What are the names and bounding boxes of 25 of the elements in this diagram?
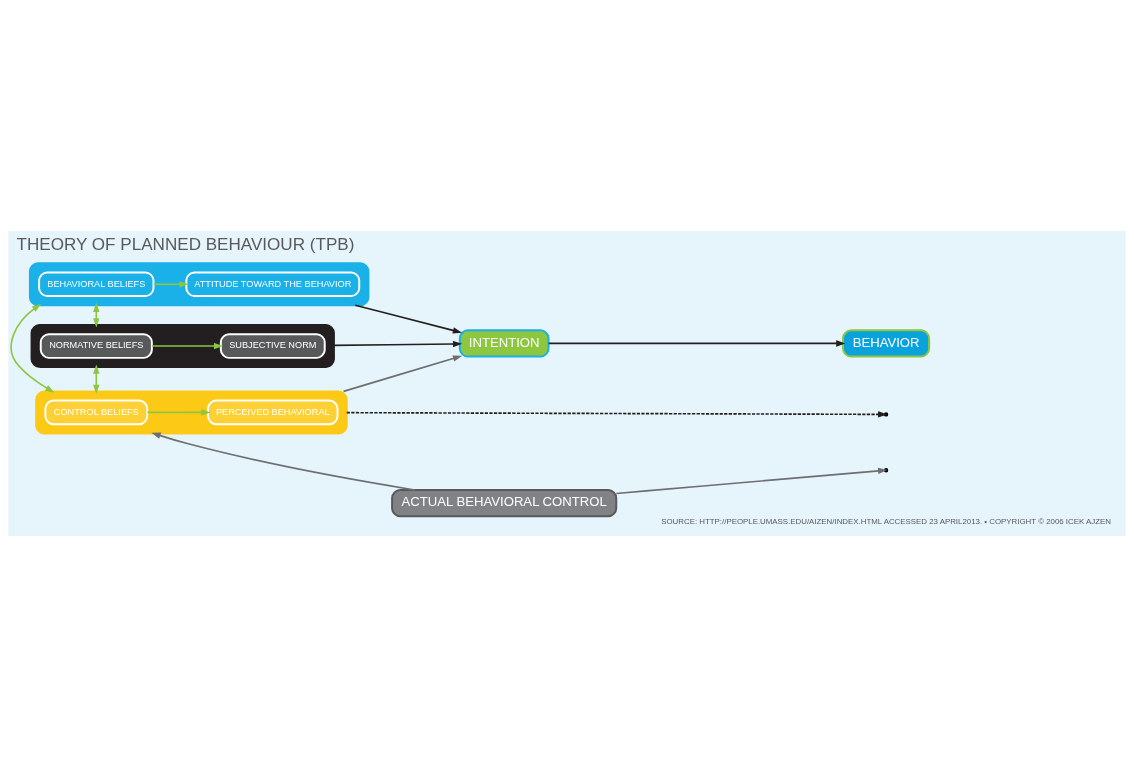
arrow [354, 303, 463, 334]
node-box: SUBJECTIVE NORM [219, 332, 326, 359]
node-box: CONTROL BELIEFS [44, 399, 149, 425]
diagram-title: THEORY OF PLANNED BEHAVIOUR (TPB) [16, 234, 355, 254]
arrow [151, 342, 224, 349]
arrow [547, 339, 846, 347]
arrow [151, 432, 416, 491]
cluster [30, 323, 335, 368]
node-box: BEHAVIOR [842, 328, 931, 358]
arrow [152, 280, 189, 287]
node-box: ACTUAL BEHAVIORAL CONTROL [391, 488, 618, 517]
arrow [342, 354, 463, 392]
arrow [615, 467, 888, 494]
node-box: NORMATIVE BELIEFS [39, 332, 153, 359]
arrow [10, 303, 55, 393]
node-box: INTENTION [458, 328, 550, 358]
node-box: BEHAVIORAL BELIEFS [38, 270, 155, 297]
arrow [93, 364, 100, 394]
cluster [28, 261, 370, 306]
arrow [333, 340, 463, 347]
arrow [93, 302, 100, 327]
node-box: ATTITUDE TOWARD THE BEHAVIOR [185, 270, 361, 297]
cluster [35, 389, 348, 434]
arrow [146, 408, 211, 416]
node-box: PERCEIVED BEHAVIORAL [207, 399, 339, 425]
